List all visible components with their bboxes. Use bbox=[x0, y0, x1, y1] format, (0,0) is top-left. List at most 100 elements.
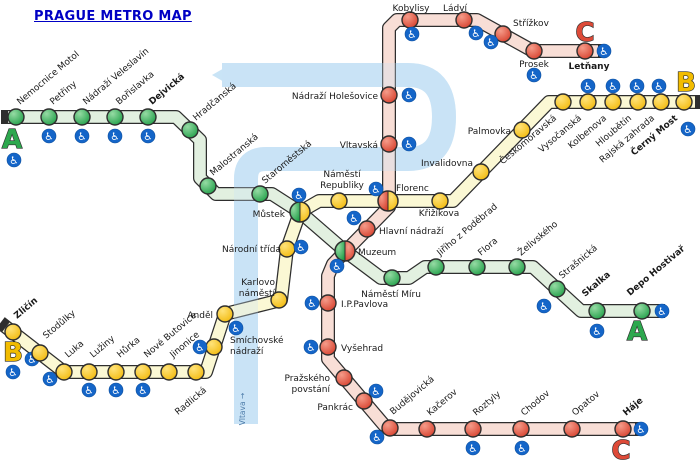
station-palmovka[interactable] bbox=[513, 121, 531, 139]
svg-text:♿: ♿ bbox=[307, 298, 316, 310]
station-andel[interactable] bbox=[216, 305, 234, 323]
station-label-vysehrad: Vyšehrad bbox=[341, 343, 383, 354]
station-petriny[interactable] bbox=[40, 108, 58, 126]
station-haje[interactable] bbox=[614, 420, 632, 438]
station-label-karlovo-namesti: náměstí bbox=[239, 289, 276, 299]
wheelchair-icon: ♿ bbox=[228, 320, 244, 336]
river-source bbox=[212, 63, 233, 87]
station-label-petriny: Petřiny bbox=[49, 79, 80, 107]
station-stodulky[interactable] bbox=[31, 344, 49, 362]
station-label-roztyly: Roztyly bbox=[472, 389, 504, 418]
station-skalka[interactable] bbox=[588, 302, 606, 320]
station-florenc[interactable] bbox=[377, 190, 399, 212]
station-chodov[interactable] bbox=[512, 420, 530, 438]
wheelchair-icon: ♿ bbox=[74, 128, 90, 144]
wheelchair-icon: ♿ bbox=[42, 371, 58, 387]
station-letnany[interactable] bbox=[576, 42, 594, 60]
station-kacerov[interactable] bbox=[418, 420, 436, 438]
station-prosek[interactable] bbox=[525, 42, 543, 60]
station-krizikova[interactable] bbox=[431, 192, 449, 210]
line-B-letter: B bbox=[3, 338, 23, 368]
station-strasnicka[interactable] bbox=[548, 280, 566, 298]
svg-text:♿: ♿ bbox=[372, 432, 381, 444]
station-label-andel: Anděl bbox=[187, 311, 213, 321]
svg-text:♿: ♿ bbox=[583, 81, 592, 93]
station-jiriho-z-podebrad[interactable] bbox=[427, 258, 445, 276]
station-staromestska[interactable] bbox=[251, 185, 269, 203]
svg-text:♿: ♿ bbox=[539, 301, 548, 313]
station-nadrazi-holesovice[interactable] bbox=[380, 86, 398, 104]
svg-text:♿: ♿ bbox=[636, 424, 645, 436]
station-hloubetin[interactable] bbox=[629, 93, 647, 111]
station-vltavska[interactable] bbox=[380, 135, 398, 153]
station-nove-butovice[interactable] bbox=[134, 363, 152, 381]
station-luziny[interactable] bbox=[80, 363, 98, 381]
station-roztyly[interactable] bbox=[464, 420, 482, 438]
wheelchair-icon: ♿ bbox=[369, 429, 385, 445]
station-label-vltavska: Vltavská bbox=[340, 141, 378, 151]
wheelchair-icon: ♿ bbox=[651, 78, 667, 94]
svg-text:♿: ♿ bbox=[517, 443, 526, 455]
wheelchair-icon: ♿ bbox=[514, 440, 530, 456]
station-label-narodni-trida: Národní třída bbox=[222, 245, 281, 255]
station-ceskomoravska[interactable] bbox=[554, 93, 572, 111]
station-label-prazskeho-povstani: povstání bbox=[292, 385, 331, 395]
station-hurka[interactable] bbox=[107, 363, 125, 381]
station-kolbenova[interactable] bbox=[604, 93, 622, 111]
station-label-prazskeho-povstani: Pražského bbox=[284, 373, 330, 384]
station-nemocnice-motol[interactable] bbox=[7, 108, 25, 126]
station-dejvicka[interactable] bbox=[139, 108, 157, 126]
station-malostranska[interactable] bbox=[199, 177, 217, 195]
station-radlicka[interactable] bbox=[187, 363, 205, 381]
station-luka[interactable] bbox=[55, 363, 73, 381]
station-rajska-zahrada[interactable] bbox=[652, 93, 670, 111]
station-prazskeho-povstani[interactable] bbox=[335, 369, 353, 387]
station-nadrazi-veleslavin[interactable] bbox=[73, 108, 91, 126]
svg-text:♿: ♿ bbox=[371, 386, 380, 398]
svg-text:♿: ♿ bbox=[349, 213, 358, 225]
wheelchair-icon: ♿ bbox=[368, 181, 384, 197]
station-label-skalka: Skalka bbox=[581, 270, 613, 299]
svg-text:♿: ♿ bbox=[608, 81, 617, 93]
wheelchair-icon: ♿ bbox=[5, 364, 21, 380]
station-invalidovna[interactable] bbox=[472, 163, 490, 181]
station-namesti-republiky[interactable] bbox=[330, 192, 348, 210]
wheelchair-icon: ♿ bbox=[596, 43, 612, 59]
wheelchair-icon: ♿ bbox=[41, 128, 57, 144]
station-smichovske-nadrazi[interactable] bbox=[205, 338, 223, 356]
station-zelivskeho[interactable] bbox=[508, 258, 526, 276]
station-namesti-miru[interactable] bbox=[383, 269, 401, 287]
station-kobylisy[interactable] bbox=[401, 11, 419, 29]
station-flora[interactable] bbox=[468, 258, 486, 276]
svg-text:♿: ♿ bbox=[404, 90, 413, 102]
station-label-hurka: Hůrka bbox=[115, 335, 143, 361]
station-zlicin[interactable] bbox=[4, 323, 22, 341]
station-mustek[interactable] bbox=[289, 201, 311, 223]
station-budejovicka[interactable] bbox=[381, 419, 399, 437]
station-jinonice[interactable] bbox=[160, 363, 178, 381]
station-depo-hostivar[interactable] bbox=[633, 302, 651, 320]
station-label-florenc: Florenc bbox=[396, 184, 429, 194]
station-hradcanska[interactable] bbox=[181, 121, 199, 139]
station-vysehrad[interactable] bbox=[319, 338, 337, 356]
station-strizkov[interactable] bbox=[494, 25, 512, 43]
vltava-river bbox=[212, 63, 456, 424]
svg-text:♿: ♿ bbox=[683, 124, 692, 136]
line-C-letter: C bbox=[611, 436, 630, 463]
station-muzeum[interactable] bbox=[334, 240, 356, 262]
station-cerny-most[interactable] bbox=[675, 93, 693, 111]
station-ladvi[interactable] bbox=[455, 11, 473, 29]
svg-text:♿: ♿ bbox=[44, 131, 53, 143]
station-label-prosek: Prosek bbox=[519, 60, 550, 70]
station-karlovo-namesti[interactable] bbox=[270, 291, 288, 309]
station-pankrac[interactable] bbox=[355, 392, 373, 410]
station-borislavka[interactable] bbox=[106, 108, 124, 126]
station-i-p-pavlova[interactable] bbox=[319, 294, 337, 312]
station-vysocanska[interactable] bbox=[579, 93, 597, 111]
station-hlavni-nadrazi[interactable] bbox=[358, 220, 376, 238]
station-label-kobylisy: Kobylisy bbox=[392, 4, 430, 14]
station-narodni-trida[interactable] bbox=[278, 240, 296, 258]
svg-text:♿: ♿ bbox=[195, 342, 204, 354]
station-opatov[interactable] bbox=[563, 420, 581, 438]
svg-text:♿: ♿ bbox=[306, 342, 315, 354]
